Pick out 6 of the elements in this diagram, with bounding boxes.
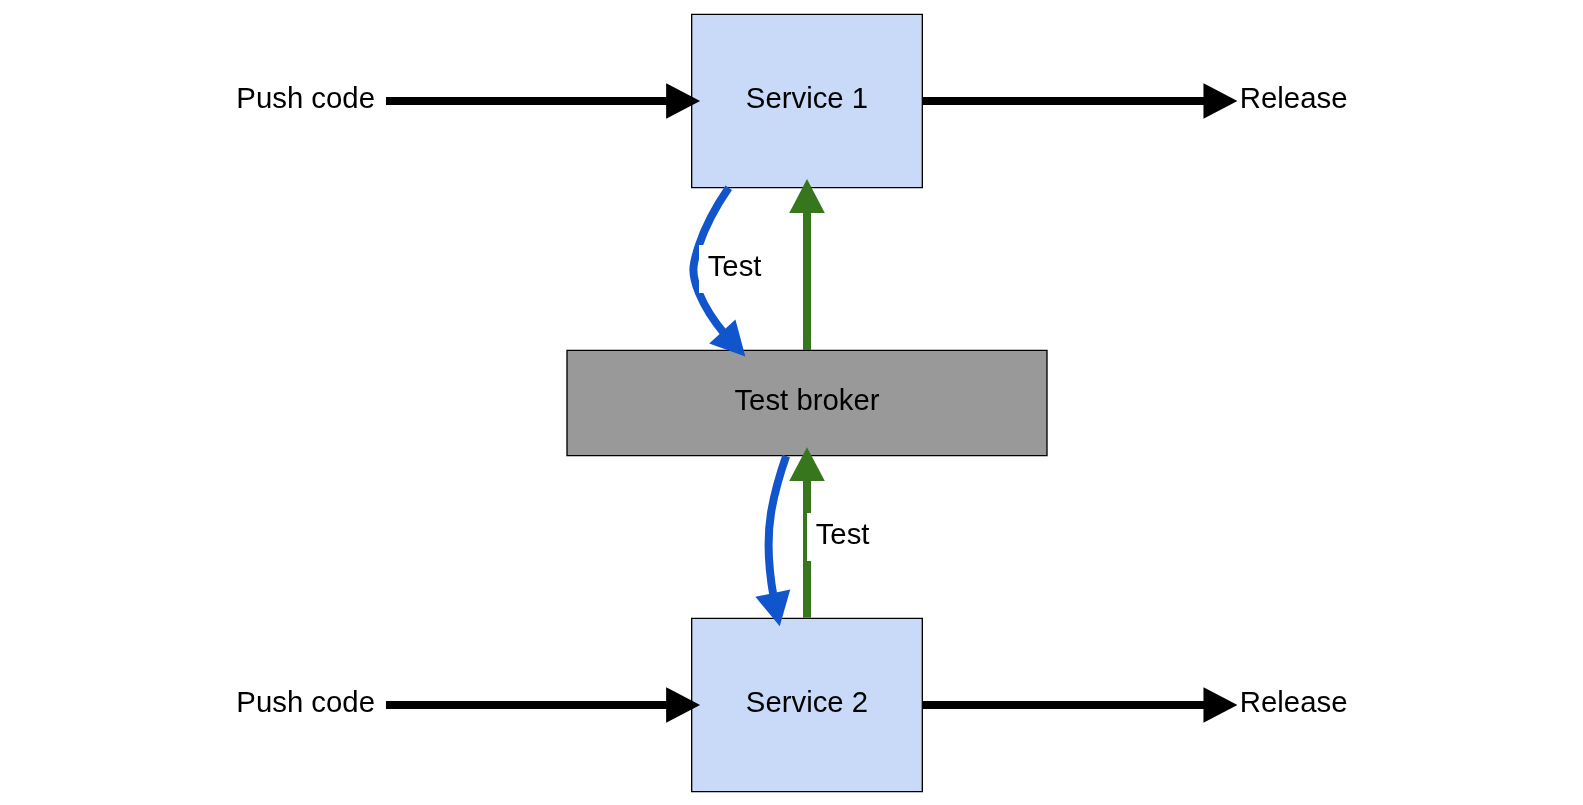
edge-label: Test [815, 516, 869, 550]
node-text: Push code [235, 684, 375, 718]
node-text: Release [1239, 80, 1347, 114]
edge-label: Test [707, 248, 761, 282]
node-text: Release [1239, 684, 1347, 718]
node-text: Push code [235, 80, 375, 114]
